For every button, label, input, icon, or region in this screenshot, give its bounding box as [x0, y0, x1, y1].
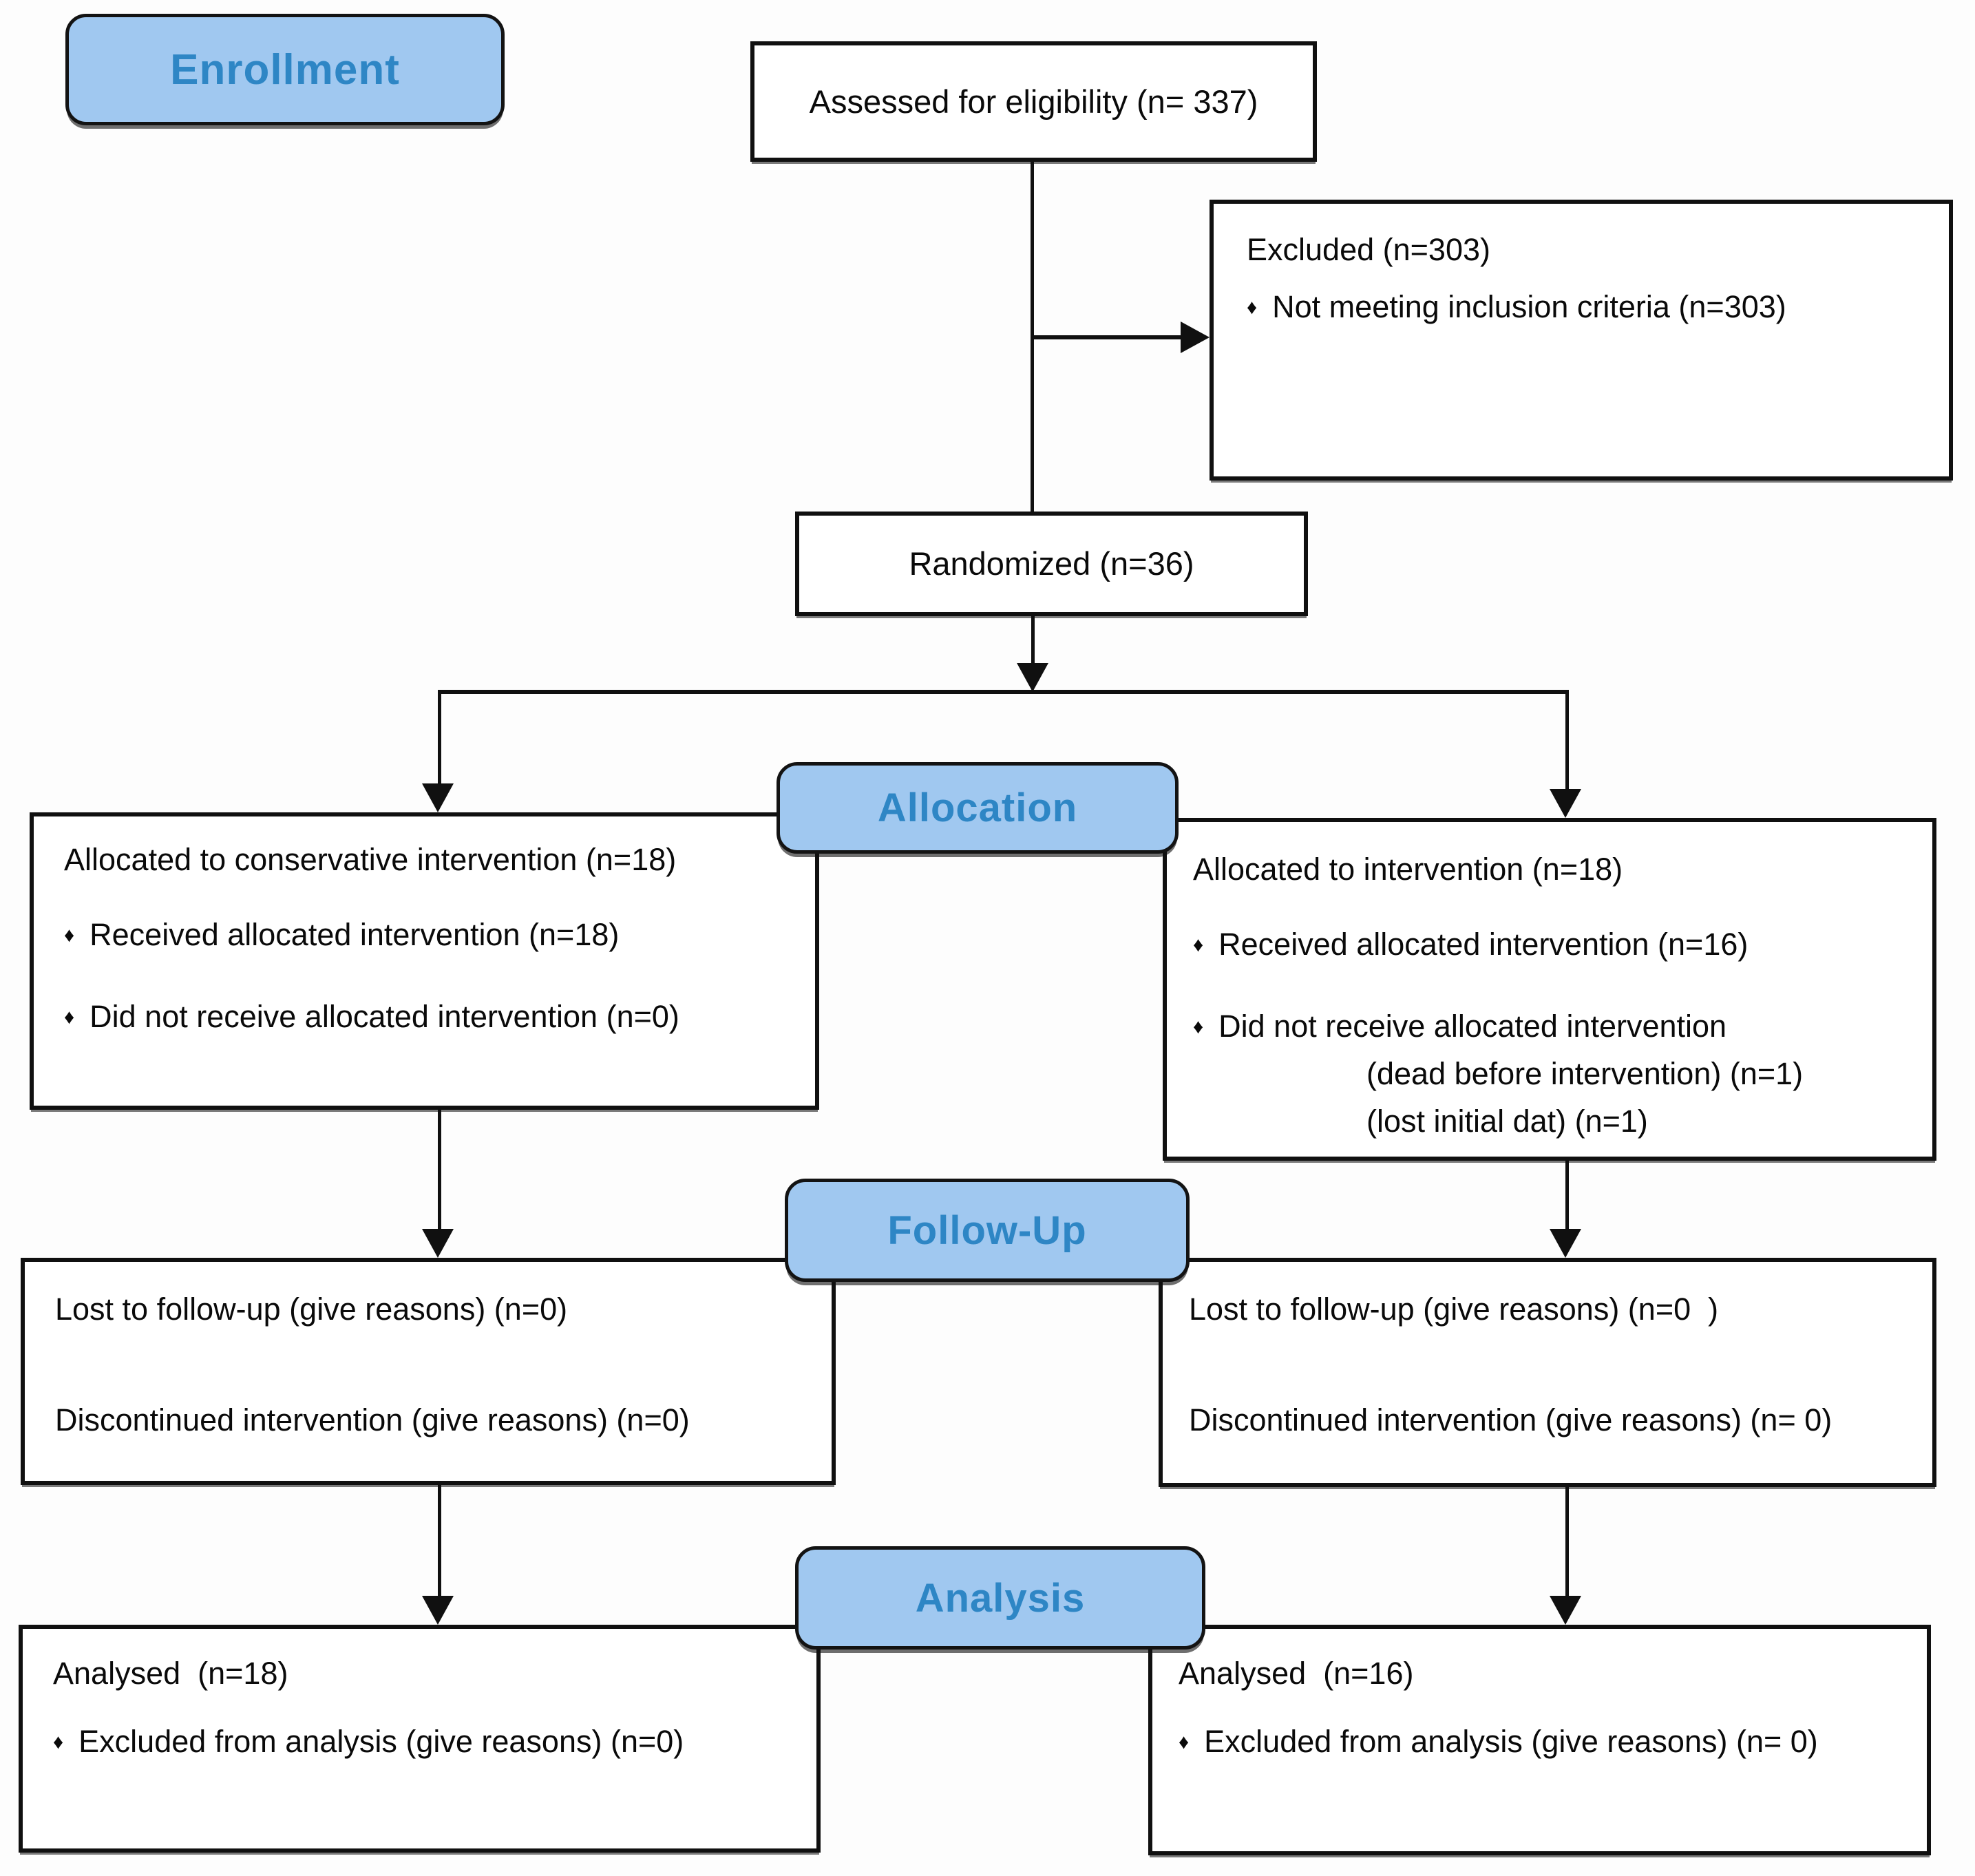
- stage-label-allocation: Allocation: [777, 762, 1179, 854]
- box-analysed-intervention: Analysed (n=16) ♦ Excluded from analysis …: [1148, 1625, 1931, 1855]
- arrowhead-down-icon: [422, 1596, 454, 1625]
- connector-alloc-to-followup-left: [438, 1108, 441, 1232]
- box-title: Excluded (n=303): [1247, 232, 1490, 267]
- stage-label-text: Analysis: [915, 1575, 1086, 1621]
- box-randomized: Randomized (n=36): [795, 512, 1308, 616]
- stage-label-follow-up: Follow-Up: [785, 1179, 1190, 1282]
- box-line: Lost to follow-up (give reasons) (n=0 ): [1189, 1292, 1719, 1327]
- bullet-item: ♦ Did not receive allocated intervention: [1193, 1008, 1927, 1044]
- stage-label-enrollment: Enrollment: [65, 14, 505, 125]
- box-text: Randomized (n=36): [909, 545, 1194, 582]
- connector-alloc-to-followup-right: [1565, 1159, 1569, 1232]
- stage-label-text: Allocation: [877, 786, 1078, 830]
- diamond-bullet-icon: ♦: [1193, 934, 1204, 957]
- stage-label-text: Follow-Up: [887, 1208, 1087, 1253]
- box-title: Analysed (n=16): [1179, 1656, 1414, 1691]
- connector-branch-to-excluded: [1031, 335, 1183, 339]
- box-excluded: Excluded (n=303) ♦ Not meeting inclusion …: [1210, 200, 1953, 481]
- box-analysed-conservative: Analysed (n=18) ♦ Excluded from analysis …: [19, 1625, 821, 1853]
- bullet-sub-line: (lost initial dat) (n=1): [1366, 1104, 1648, 1139]
- connector-followup-to-analysis-right: [1565, 1486, 1569, 1599]
- box-assessed-for-eligibility: Assessed for eligibility (n= 337): [750, 41, 1317, 162]
- arrowhead-down-icon: [422, 783, 454, 812]
- box-title: Allocated to intervention (n=18): [1193, 852, 1623, 887]
- bullet-item: ♦ Did not receive allocated intervention …: [64, 998, 808, 1035]
- connector-split-to-alloc-left: [438, 690, 441, 786]
- diamond-bullet-icon: ♦: [1247, 296, 1258, 319]
- bullet-text: Received allocated intervention (n=16): [1218, 927, 1749, 962]
- arrowhead-down-icon: [1550, 1229, 1581, 1258]
- arrowhead-down-icon: [1017, 663, 1048, 692]
- bullet-text: Excluded from analysis (give reasons) (n…: [1204, 1724, 1818, 1760]
- bullet-text: Received allocated intervention (n=18): [89, 917, 620, 953]
- bullet-text: Did not receive allocated intervention: [1218, 1009, 1727, 1044]
- bullet-item: ♦ Excluded from analysis (give reasons) (…: [53, 1723, 810, 1760]
- box-followup-conservative: Lost to follow-up (give reasons) (n=0) D…: [21, 1258, 836, 1485]
- bullet-item: ♦ Not meeting inclusion criteria (n=303): [1247, 288, 1938, 325]
- diamond-bullet-icon: ♦: [1193, 1015, 1204, 1039]
- box-title: Allocated to conservative intervention (…: [64, 842, 677, 877]
- box-line: Lost to follow-up (give reasons) (n=0): [55, 1292, 568, 1327]
- stage-label-analysis: Analysis: [795, 1546, 1205, 1650]
- bullet-item: ♦ Received allocated intervention (n=18): [64, 916, 808, 953]
- connector-randomized-to-split: [1031, 615, 1035, 667]
- diamond-bullet-icon: ♦: [64, 1006, 75, 1029]
- box-text: Assessed for eligibility (n= 337): [809, 83, 1258, 120]
- stage-label-text: Enrollment: [170, 45, 400, 94]
- connector-split-line: [438, 690, 1569, 694]
- arrowhead-down-icon: [1550, 1596, 1581, 1625]
- box-line: Discontinued intervention (give reasons)…: [1189, 1402, 1833, 1438]
- bullet-text: Excluded from analysis (give reasons) (n…: [78, 1724, 684, 1760]
- diamond-bullet-icon: ♦: [53, 1731, 64, 1754]
- box-title: Analysed (n=18): [53, 1656, 288, 1691]
- arrowhead-down-icon: [422, 1229, 454, 1258]
- connector-followup-to-analysis-left: [438, 1484, 441, 1599]
- bullet-item: ♦ Excluded from analysis (give reasons) (…: [1179, 1723, 1921, 1760]
- arrowhead-down-icon: [1550, 789, 1581, 818]
- diamond-bullet-icon: ♦: [1179, 1731, 1190, 1754]
- box-allocated-conservative: Allocated to conservative intervention (…: [30, 812, 819, 1110]
- box-followup-intervention: Lost to follow-up (give reasons) (n=0 ) …: [1159, 1258, 1936, 1487]
- arrowhead-right-icon: [1181, 322, 1210, 353]
- diamond-bullet-icon: ♦: [64, 924, 75, 947]
- bullet-text: Did not receive allocated intervention (…: [89, 999, 679, 1035]
- bullet-text: Not meeting inclusion criteria (n=303): [1272, 289, 1786, 325]
- connector-split-to-alloc-right: [1565, 690, 1569, 792]
- bullet-item: ♦ Received allocated intervention (n=16): [1193, 926, 1927, 962]
- box-allocated-intervention: Allocated to intervention (n=18) ♦ Receiv…: [1163, 818, 1936, 1161]
- bullet-sub-line: (dead before intervention) (n=1): [1366, 1056, 1804, 1092]
- box-line: Discontinued intervention (give reasons)…: [55, 1402, 690, 1438]
